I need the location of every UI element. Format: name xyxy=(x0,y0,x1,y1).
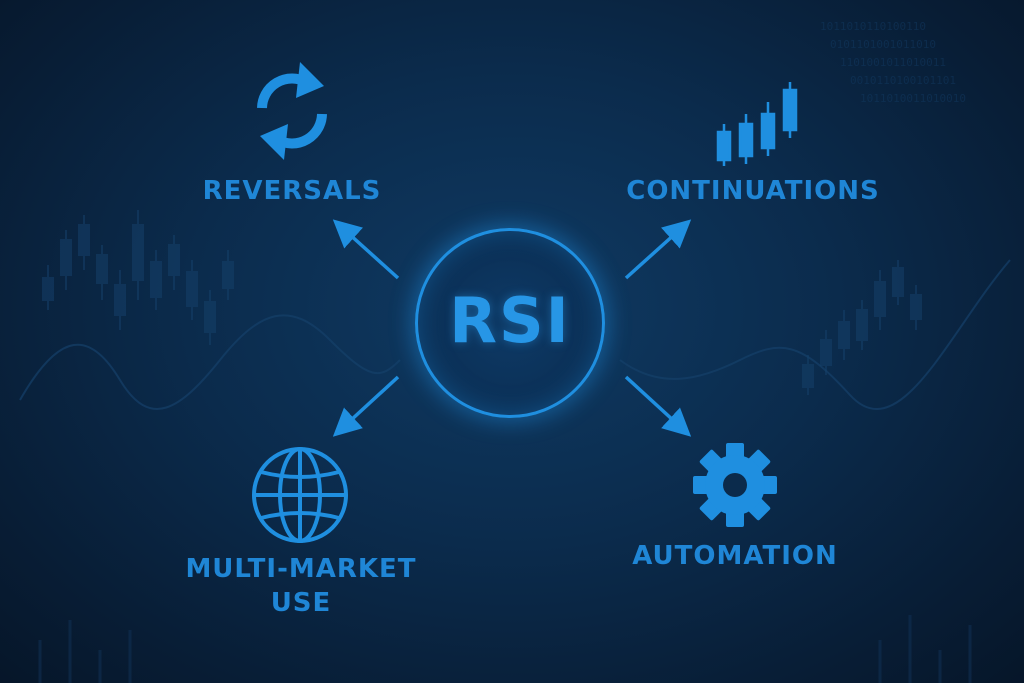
svg-text:1101001011010011: 1101001011010011 xyxy=(840,56,946,69)
candlestick-icon xyxy=(716,82,798,166)
arrow-to-automation xyxy=(624,375,692,437)
continuations-label: CONTINUATIONS xyxy=(626,176,880,206)
rsi-center-circle xyxy=(415,228,605,418)
rsi-center-label: RSI xyxy=(449,284,571,357)
gear-icon xyxy=(693,443,777,527)
arrow-to-reversals xyxy=(332,219,400,280)
reversals-label: REVERSALS xyxy=(202,176,382,206)
multi-market-label-line2: USE xyxy=(270,588,332,618)
svg-text:0101101001011010: 0101101001011010 xyxy=(830,38,936,51)
svg-text:1011010011010010: 1011010011010010 xyxy=(860,92,966,105)
multi-market-label-line1: MULTI-MARKET xyxy=(185,554,417,584)
globe-icon xyxy=(252,447,348,543)
refresh-icon xyxy=(257,62,327,160)
arrow-to-continuations xyxy=(624,219,692,280)
arrow-to-multi-market xyxy=(332,375,400,437)
svg-text:0010110100101101: 0010110100101101 xyxy=(850,74,956,87)
automation-label: AUTOMATION xyxy=(632,541,838,571)
svg-text:1011010110100110: 1011010110100110 xyxy=(820,20,926,33)
multi-market-label: MULTI-MARKET USE xyxy=(176,552,426,620)
